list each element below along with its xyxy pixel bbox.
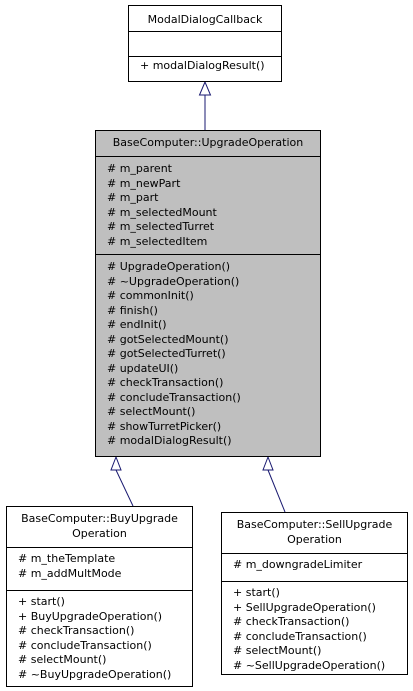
attribute: # m_parent [107, 162, 172, 175]
method: # checkTransaction() [233, 615, 350, 628]
attribute: # m_selectedItem [107, 234, 208, 248]
method: # ~BuyUpgradeOperation() [18, 667, 172, 681]
method: # updateUI() [107, 361, 179, 375]
method: + start() [18, 595, 65, 608]
method: + modalDialogResult() [140, 59, 265, 72]
method: # finish() [107, 303, 158, 317]
class-sell-upgrade-operation: BaseComputer::SellUpgrade Operation # m_… [221, 512, 408, 675]
method: # gotSelectedMount() [107, 332, 229, 346]
class-name: BaseComputer::UpgradeOperation [112, 136, 304, 149]
method: + SellUpgradeOperation() [233, 600, 376, 614]
class-upgrade-operation: BaseComputer::UpgradeOperation # m_paren… [95, 130, 321, 457]
class-modal-dialog-callback: ModalDialogCallback + modalDialogResult(… [128, 5, 282, 82]
attribute: # m_selectedMount [107, 205, 217, 219]
attributes-section: # m_theTemplate # m_addMultMode [7, 547, 192, 590]
attribute: # m_part [107, 191, 159, 204]
edge-upgrade-to-modal [198, 80, 212, 130]
method: # UpgradeOperation() [107, 260, 231, 273]
method: # endInit() [107, 318, 167, 331]
method: # ~UpgradeOperation() [107, 274, 240, 288]
method: # concludeTransaction() [233, 629, 367, 643]
method: # concludeTransaction() [107, 390, 241, 404]
attributes-section: # m_downgradeLimiter [222, 553, 407, 581]
edge-sell-to-upgrade [262, 455, 286, 513]
class-title: ModalDialogCallback [129, 6, 281, 31]
method: # modalDialogResult() [107, 434, 232, 447]
attributes-section [129, 31, 281, 56]
class-name-line1: BaseComputer::SellUpgrade [236, 518, 393, 531]
method: # gotSelectedTurret() [107, 347, 226, 360]
class-title: BaseComputer::BuyUpgrade Operation [7, 507, 192, 547]
method: # ~SellUpgradeOperation() [233, 658, 386, 672]
attribute: # m_newPart [107, 176, 181, 190]
method: # concludeTransaction() [18, 638, 152, 652]
method: # showTurretPicker() [107, 419, 222, 433]
method: # commonInit() [107, 289, 194, 302]
class-name-line1: BaseComputer::BuyUpgrade [21, 512, 178, 525]
method: # selectMount() [18, 653, 107, 666]
edge-buy-to-upgrade [110, 455, 134, 507]
methods-section: + start() + SellUpgradeOperation() # che… [222, 581, 407, 673]
methods-section: # UpgradeOperation() # ~UpgradeOperation… [96, 254, 320, 449]
attributes-section: # m_parent # m_newPart # m_part # m_sele… [96, 156, 320, 254]
class-name-line2: Operation [287, 532, 342, 546]
methods-section: + modalDialogResult() [129, 56, 281, 81]
class-name-line2: Operation [72, 526, 127, 540]
class-buy-upgrade-operation: BaseComputer::BuyUpgrade Operation # m_t… [6, 506, 193, 687]
method: # selectMount() [233, 644, 322, 657]
method: # selectMount() [107, 405, 196, 418]
attribute: # m_selectedTurret [107, 220, 215, 233]
attribute: # m_addMultMode [18, 566, 122, 580]
class-name: ModalDialogCallback [147, 13, 263, 26]
method: + start() [233, 586, 280, 599]
attribute: # m_downgradeLimiter [233, 558, 363, 571]
class-title: BaseComputer::SellUpgrade Operation [222, 513, 407, 553]
method: # checkTransaction() [18, 624, 135, 637]
class-title: BaseComputer::UpgradeOperation [96, 131, 320, 156]
methods-section: + start() + BuyUpgradeOperation() # chec… [7, 590, 192, 682]
method: + BuyUpgradeOperation() [18, 609, 163, 623]
attribute: # m_theTemplate [18, 552, 116, 565]
method: # checkTransaction() [107, 376, 224, 389]
